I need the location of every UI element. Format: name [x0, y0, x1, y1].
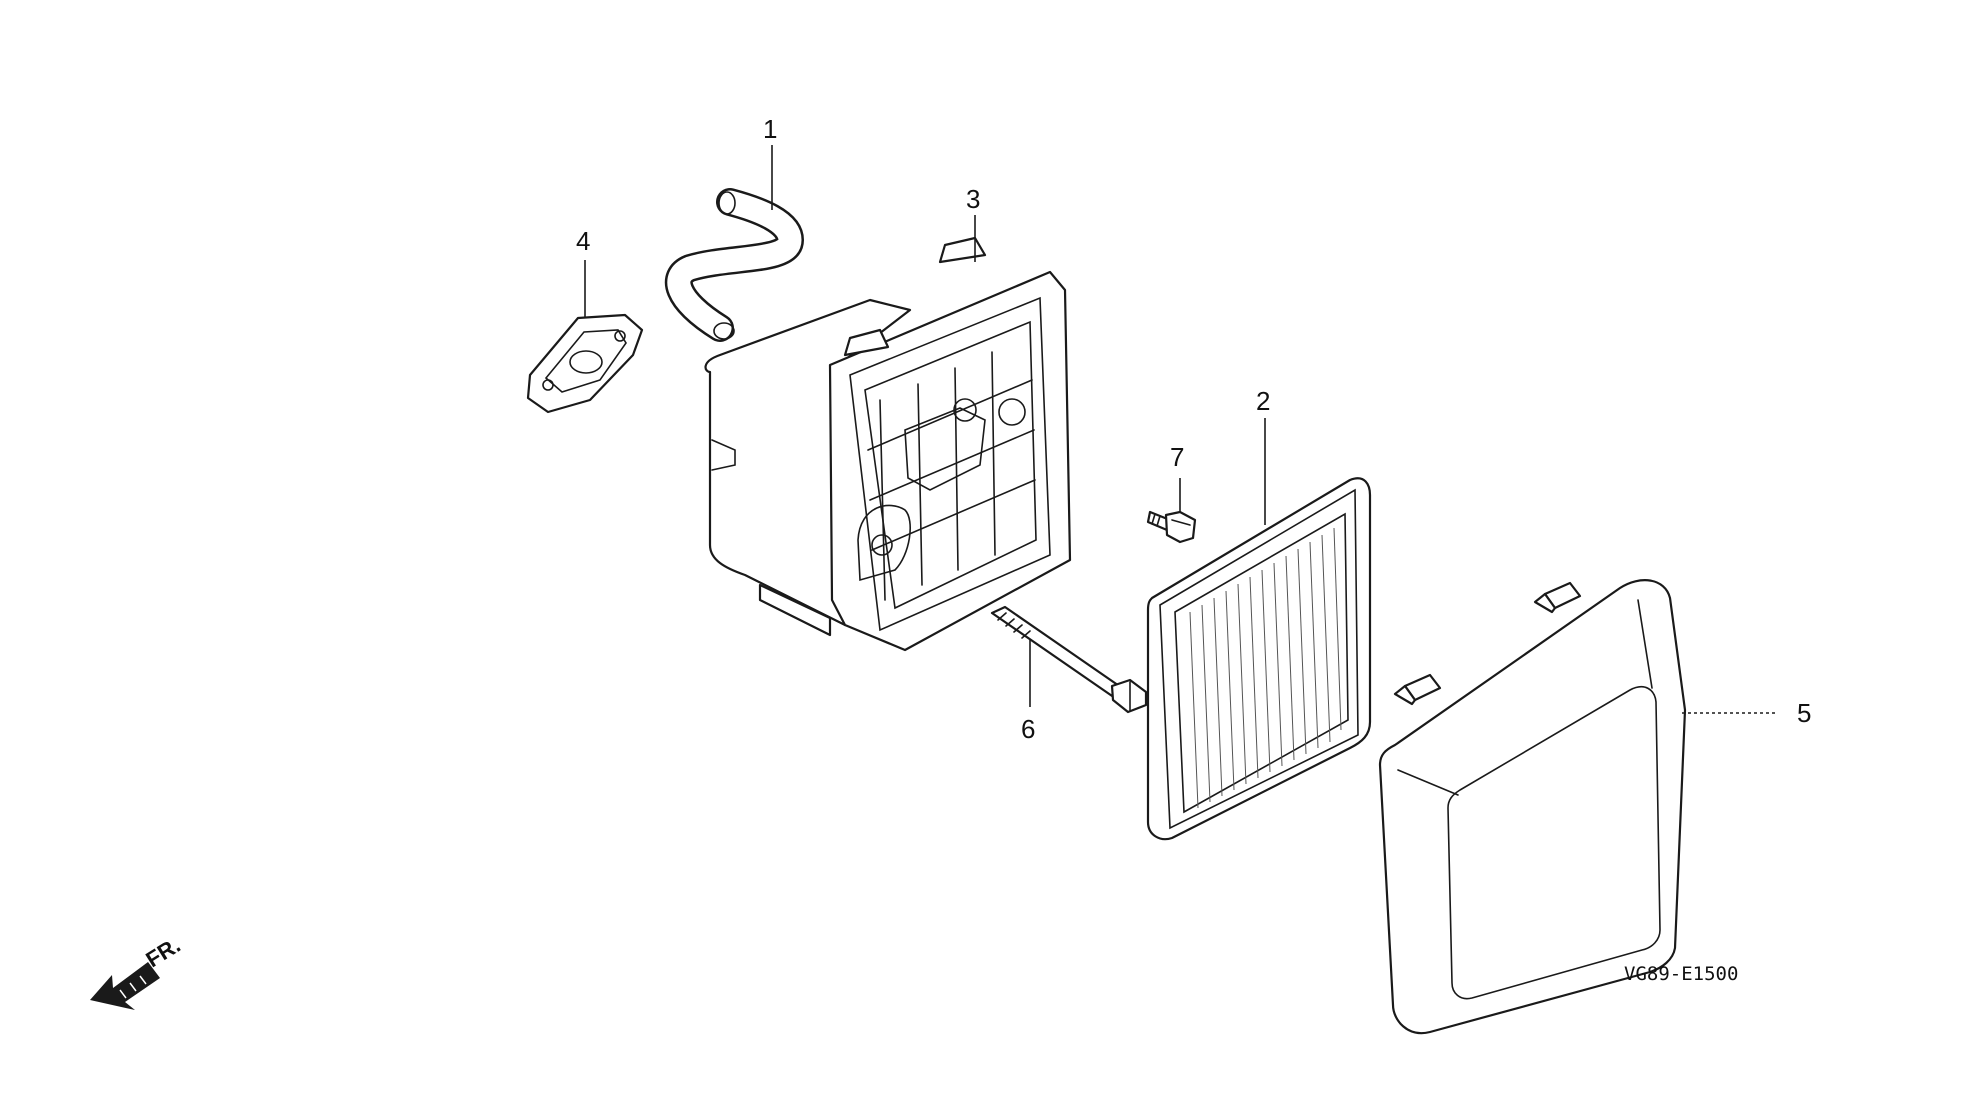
front-arrow-icon	[90, 962, 160, 1010]
breather-tube-part[interactable]	[664, 188, 804, 342]
callout-6: 6	[1021, 714, 1035, 744]
drawing-code: VG89-E1500	[1624, 963, 1738, 985]
small-bolt-part[interactable]	[1146, 510, 1197, 544]
callout-1: 1	[763, 114, 777, 144]
air-cleaner-case-part[interactable]	[704, 236, 1072, 652]
callout-7: 7	[1170, 442, 1184, 472]
callout-3: 3	[966, 184, 980, 214]
callout-5: 5	[1797, 698, 1811, 728]
filter-element-part[interactable]	[1146, 477, 1372, 841]
callout-2: 2	[1256, 386, 1270, 416]
long-bolt-part[interactable]	[990, 605, 1148, 714]
gasket-part[interactable]	[526, 313, 644, 414]
air-cleaner-cover-part[interactable]	[1378, 579, 1687, 1035]
front-direction-indicator: FR.	[90, 932, 185, 1010]
filter-pleats	[1189, 527, 1342, 809]
callout-4: 4	[576, 226, 590, 256]
